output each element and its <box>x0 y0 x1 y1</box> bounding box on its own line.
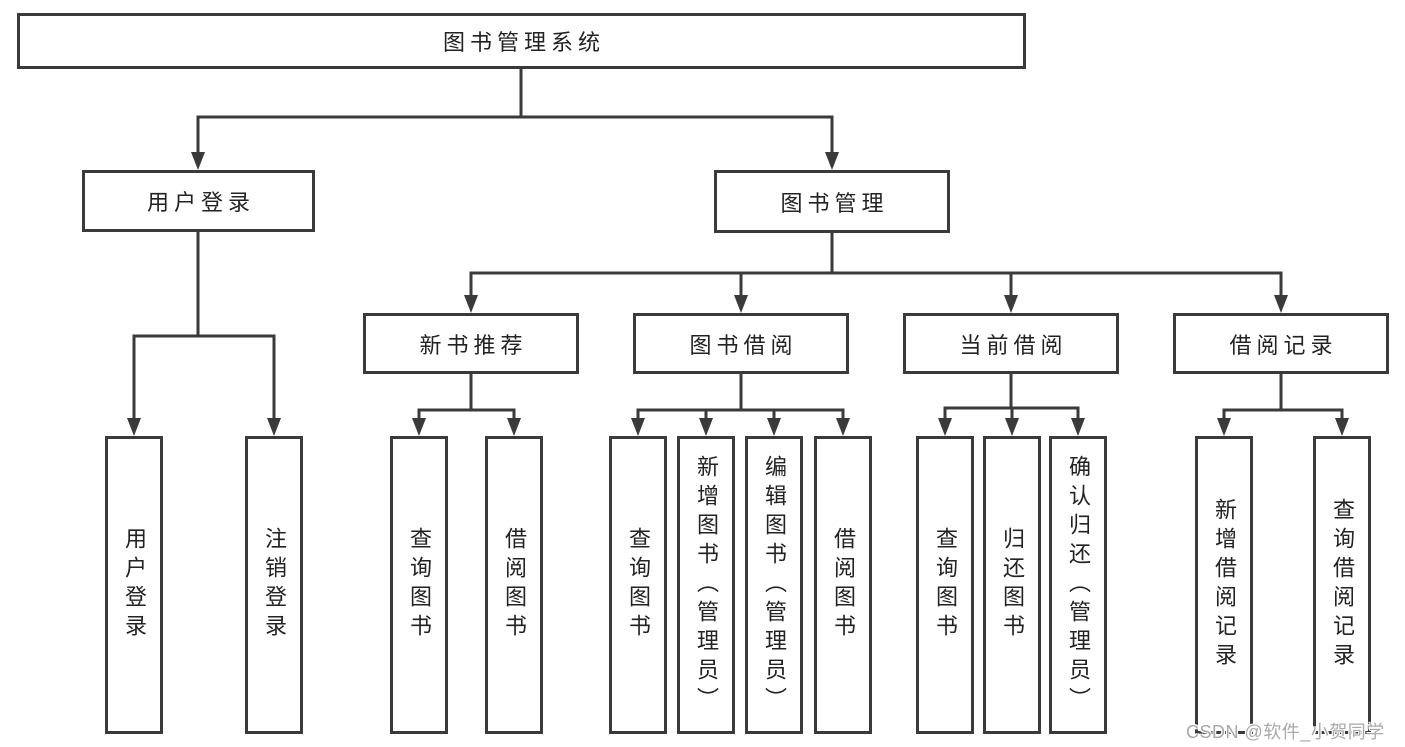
node-leaf-query-books-2: 查询图书 <box>609 436 667 734</box>
node-new-book-recommend: 新书推荐 <box>363 313 579 374</box>
node-borrow-records: 借阅记录 <box>1173 313 1389 374</box>
connector-newbook-to-leaves <box>412 372 521 436</box>
node-leaf-return-book: 归还图书 <box>983 436 1041 734</box>
connector-userlogin-to-leaves <box>127 231 281 436</box>
node-leaf-query-borrow-record: 查询借阅记录 <box>1313 436 1371 734</box>
node-leaf-add-book-admin: 新增图书（管理员） <box>677 436 735 734</box>
node-leaf-query-books-3: 查询图书 <box>916 436 974 734</box>
node-leaf-confirm-return-admin: 确认归还（管理员） <box>1049 436 1107 734</box>
connector-root-to-level2 <box>191 68 839 170</box>
node-leaf-logout: 注销登录 <box>245 436 303 734</box>
connector-borrowrecord-to-leaves <box>1217 372 1349 436</box>
node-root-library-system: 图书管理系统 <box>17 13 1026 69</box>
node-leaf-user-login: 用户登录 <box>105 436 163 734</box>
node-current-borrow: 当前借阅 <box>903 313 1119 374</box>
node-leaf-query-books-1: 查询图书 <box>390 436 448 734</box>
node-leaf-add-borrow-record: 新增借阅记录 <box>1195 436 1253 734</box>
node-leaf-borrow-books-2: 借阅图书 <box>814 436 872 734</box>
node-book-borrow: 图书借阅 <box>633 313 849 374</box>
node-user-login: 用户登录 <box>82 170 315 232</box>
node-book-management: 图书管理 <box>714 170 950 233</box>
node-leaf-edit-book-admin: 编辑图书（管理员） <box>745 436 803 734</box>
node-leaf-borrow-books-1: 借阅图书 <box>485 436 543 734</box>
connector-bookborrow-to-leaves <box>631 372 850 436</box>
csdn-watermark: CSDN @软件_小贺同学 <box>1186 722 1385 742</box>
connector-bookmgmt-to-level3 <box>464 231 1288 313</box>
connector-currentborrow-to-leaves <box>938 372 1085 436</box>
